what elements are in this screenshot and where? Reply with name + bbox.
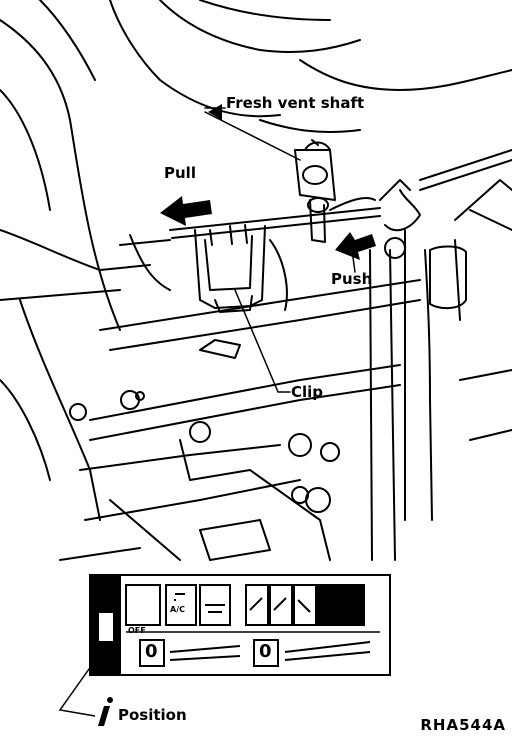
control-panel-frame <box>89 574 391 676</box>
mode-off-button[interactable] <box>125 584 161 626</box>
foot-defrost-button[interactable] <box>317 584 341 626</box>
pull-label: Pull <box>164 164 196 182</box>
push-arrow <box>335 232 376 260</box>
fan-speed-indicator <box>139 639 165 667</box>
fresh-vent-shaft-arrowhead <box>208 104 222 120</box>
control-panel <box>89 574 391 676</box>
right-column <box>369 149 512 561</box>
position-lever-icon <box>98 706 110 726</box>
dashboard-outline <box>0 0 512 521</box>
recirc-button[interactable] <box>199 584 231 626</box>
pull-arrow <box>160 196 212 226</box>
lower-bracket <box>59 279 421 561</box>
fresh-lever[interactable] <box>97 611 115 643</box>
vent-button[interactable] <box>245 584 269 626</box>
position-lever-knob-icon <box>107 697 113 703</box>
ac-text: A/C <box>170 605 185 614</box>
temp-digit: 0 <box>259 641 272 662</box>
clip-assembly <box>129 224 288 359</box>
fresh-vent-shaft <box>119 139 381 246</box>
temp-slider-track[interactable] <box>284 641 371 653</box>
bilevel-button[interactable] <box>269 584 293 626</box>
figure-code: RHA544A <box>420 716 506 734</box>
push-label: Push <box>331 270 373 288</box>
position-label: Position <box>118 706 187 724</box>
foot-button[interactable] <box>293 584 317 626</box>
ac-button[interactable] <box>165 584 197 626</box>
fresh-vent-shaft-label: Fresh vent shaft <box>226 94 365 112</box>
temperature-indicator <box>253 639 279 667</box>
clip-label: Clip <box>291 383 324 401</box>
leader-lines <box>204 107 356 393</box>
bracket-holes <box>69 390 340 513</box>
mode-off-text: OFF <box>128 626 146 635</box>
fan-slider-track[interactable] <box>169 645 241 653</box>
fan-digit: 0 <box>145 641 158 662</box>
defrost-button[interactable] <box>341 584 365 626</box>
position-leader <box>58 644 107 717</box>
